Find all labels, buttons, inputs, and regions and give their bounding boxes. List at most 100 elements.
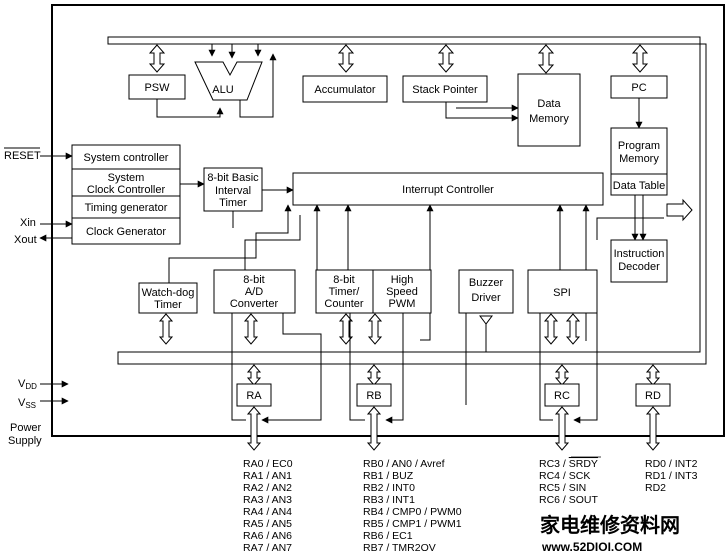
bit-label-1: 8-bit Basic: [207, 172, 259, 184]
port-ra-label: RA: [246, 390, 262, 402]
rd-pin-list: RD0 / INT2 RD1 / INT3 RD2: [645, 458, 698, 494]
timer-label-2: Timer/: [329, 286, 361, 298]
port-rd: RD: [635, 383, 671, 407]
top-bus: [107, 36, 707, 365]
psw-label: PSW: [144, 82, 170, 94]
port-rd-label: RD: [645, 390, 661, 402]
buzzer-label-2: Driver: [471, 292, 501, 304]
timer-label-1: 8-bit: [333, 274, 354, 286]
pin-rb6: RB6 / EC1: [363, 530, 413, 542]
pin-ra1: RA1 / AN1: [243, 470, 292, 482]
pin-rc3: RC3 / SRDY: [539, 458, 598, 470]
xout-label: Xout: [14, 234, 37, 246]
program-memory-label-1: Program: [618, 140, 660, 152]
pin-ra4: RA4 / AN4: [243, 506, 292, 518]
sp-to-data-memory: [445, 102, 519, 122]
peripheral-bus-arrows: [158, 313, 581, 345]
instruction-decoder-block: Instruction Decoder: [610, 239, 668, 283]
watermark: 家电维修资料网 www.52DIOI.COM: [540, 513, 680, 554]
pin-ra0: RA0 / EC0: [243, 458, 293, 470]
power-supply-label-1: Power: [10, 422, 42, 434]
reset-label: RESET: [4, 150, 41, 162]
watchdog-label-1: Watch-dog: [142, 287, 195, 299]
buzzer-driver-block: Buzzer Driver: [458, 269, 514, 314]
rb-pin-list: RB0 / AN0 / Avref RB1 / BUZ RB2 / INT0 R…: [363, 458, 462, 554]
pin-rb2: RB2 / INT0: [363, 482, 415, 494]
port-rc-label: RC: [554, 390, 570, 402]
oscillator-pins: Xin Xout: [14, 217, 73, 246]
alu-label: ALU: [212, 84, 233, 96]
data-memory-label-2: Memory: [529, 113, 569, 125]
pin-ra3: RA3 / AN3: [243, 494, 292, 506]
port-side-wires: [231, 313, 598, 424]
ad-label-2: A/D: [245, 286, 263, 298]
port-rc: RC: [544, 383, 580, 407]
pin-rb4: RB4 / CMP0 / PWM0: [363, 506, 462, 518]
chip-outline: [51, 4, 725, 437]
watermark-url: www.52DIOI.COM: [541, 540, 642, 554]
watchdog-timer-block: Watch-dog Timer: [138, 282, 198, 314]
basic-interval-timer-block: 8-bit Basic Interval Timer: [203, 167, 263, 212]
pin-rb3: RB3 / INT1: [363, 494, 415, 506]
data-table-label: Data Table: [613, 180, 665, 192]
pin-ra5: RA5 / AN5: [243, 518, 292, 530]
spi-label: SPI: [553, 287, 571, 299]
data-memory-label-1: Data: [537, 98, 561, 110]
data-memory-block: Data Memory: [517, 73, 581, 147]
clock-generator-label: Clock Generator: [86, 226, 166, 238]
interrupt-controller-label: Interrupt Controller: [402, 184, 494, 196]
system-clock-controller-label-2: Clock Controller: [87, 184, 166, 196]
rc-pin-list: RC3 / SRDY RC4 / SCK RC5 / SIN RC6 / SOU…: [539, 456, 601, 506]
watermark-cn: 家电维修资料网: [540, 513, 680, 537]
psw-block: PSW: [128, 74, 186, 100]
top-bus-arrows: [148, 44, 649, 74]
pwm-label-2: Speed: [386, 286, 418, 298]
pin-rd2: RD2: [645, 482, 666, 494]
timing-generator-label: Timing generator: [85, 202, 168, 214]
port-ra: RA: [236, 383, 272, 407]
pin-rd0: RD0 / INT2: [645, 458, 698, 470]
alu-block: ALU: [194, 61, 263, 101]
pwm-label-3: PWM: [389, 298, 416, 310]
interrupt-wires: [168, 204, 590, 341]
watchdog-label-2: Timer: [154, 299, 182, 311]
pc-label: PC: [631, 82, 646, 94]
pin-rb7: RB7 / TMR2OV: [363, 542, 436, 554]
pin-ra7: RA7 / AN7: [243, 542, 292, 554]
bit-label-3: Timer: [219, 197, 247, 209]
program-memory-label-2: Memory: [619, 153, 659, 165]
buzzer-label-1: Buzzer: [469, 277, 504, 289]
system-controller-label: System controller: [84, 152, 169, 164]
vss-label: VSS: [18, 397, 36, 410]
power-supply: VDD VSS Power Supply: [8, 378, 69, 447]
ra-pin-list: RA0 / EC0 RA1 / AN1 RA2 / AN2 RA3 / AN3 …: [243, 458, 293, 554]
spi-block: SPI: [527, 269, 598, 314]
instruction-decoder-label-1: Instruction: [614, 248, 665, 260]
pin-ra2: RA2 / AN2: [243, 482, 292, 494]
instruction-decoder-label-2: Decoder: [618, 261, 660, 273]
accumulator-block: Accumulator: [302, 75, 388, 103]
pin-rc6: RC6 / SOUT: [539, 494, 599, 506]
xin-label: Xin: [20, 217, 36, 229]
system-clock-controller-label-1: System: [108, 172, 145, 184]
timer-counter-block: 8-bit Timer/ Counter High Speed PWM: [315, 269, 432, 314]
alu-wires: [156, 44, 277, 118]
pc-block: PC: [610, 75, 668, 99]
pin-rc4: RC4 / SCK: [539, 470, 590, 482]
ad-label-1: 8-bit: [243, 274, 264, 286]
program-memory-block: Program Memory Data Table: [610, 127, 668, 196]
power-supply-label-2: Supply: [8, 435, 42, 447]
stack-pointer-label: Stack Pointer: [412, 84, 478, 96]
reset-signal: RESET: [4, 147, 73, 162]
pwm-label-1: High: [391, 274, 414, 286]
vdd-label: VDD: [18, 378, 37, 391]
port-pin-arrows: [246, 406, 661, 451]
pin-rb5: RB5 / CMP1 / PWM1: [363, 518, 462, 530]
pin-rc5: RC5 / SIN: [539, 482, 586, 494]
bus-port-arrows: [246, 364, 661, 386]
system-controller-group: System controller System Clock Controlle…: [71, 144, 181, 245]
port-rb: RB: [356, 383, 392, 407]
ad-converter-block: 8-bit A/D Converter: [213, 269, 296, 314]
interrupt-controller-block: Interrupt Controller: [292, 172, 604, 206]
